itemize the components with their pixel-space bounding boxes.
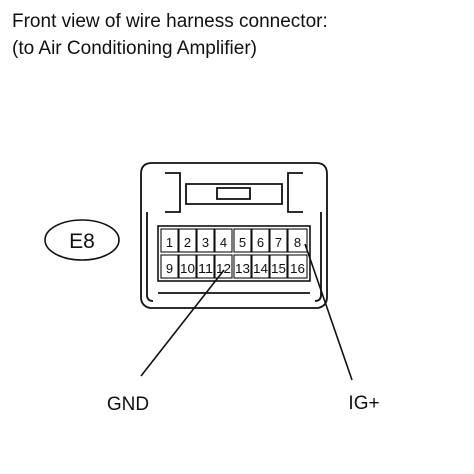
pin-label-7: 7: [275, 235, 282, 250]
pin-cell-6: [251, 228, 270, 253]
pin-label-11: 11: [198, 261, 213, 276]
ig-label: IG+: [348, 393, 379, 414]
housing-lock-tab: [185, 183, 283, 205]
pin-cell-7: [269, 228, 288, 253]
pin-label-8: 8: [294, 235, 301, 250]
title-line-2: (to Air Conditioning Amplifier): [12, 38, 257, 59]
diagram-title: Front view of wire harness connector: (t…: [12, 8, 328, 62]
connector-code-label: E8: [69, 230, 95, 253]
pin-cell-16: [287, 254, 308, 279]
pin-cell-13: [233, 254, 252, 279]
connector-code-ellipse: [44, 219, 120, 261]
pin-row-top: 1 2 3 4 5 6 7 8: [160, 228, 308, 253]
housing-right-latch: [287, 172, 303, 213]
pin-cell-10: [178, 254, 197, 279]
pin-label-15: 15: [271, 261, 286, 276]
pin-label-5: 5: [239, 235, 246, 250]
pin-cell-1: [160, 228, 179, 253]
housing-left-latch: [165, 172, 181, 213]
connector-code-badge: E8: [44, 219, 120, 261]
pin-cell-11: [196, 254, 215, 279]
housing-left-rail: [146, 212, 154, 302]
pin-label-12: 12: [216, 261, 231, 276]
gnd-leader-line: [140, 269, 225, 377]
pin-row-bottom: 9 10 11 12 13 14 15 16: [160, 254, 308, 279]
pin-cell-2: [178, 228, 197, 253]
pin-label-4: 4: [220, 235, 227, 250]
housing-lock-window: [216, 187, 251, 200]
pin-label-16: 16: [290, 261, 305, 276]
pin-label-3: 3: [202, 235, 209, 250]
pin-grid-frame: [157, 225, 311, 282]
title-line-1: Front view of wire harness connector:: [12, 11, 328, 32]
housing-right-rail: [314, 212, 322, 302]
pin-cell-5: [233, 228, 252, 253]
pin-cell-3: [196, 228, 215, 253]
pin-cell-4: [214, 228, 233, 253]
pin-grid: 1 2 3 4 5 6 7 8 9 10 11 12 13 14 15 16: [157, 225, 311, 282]
pin-cell-8: [287, 228, 308, 253]
housing-outer-outline: [140, 162, 328, 309]
callout-leaders: [140, 243, 353, 381]
pin-label-13: 13: [235, 261, 250, 276]
pin-label-2: 2: [184, 235, 191, 250]
pin-label-10: 10: [180, 261, 195, 276]
pin-label-6: 6: [257, 235, 264, 250]
pin-label-14: 14: [253, 261, 268, 276]
ig-leader-line: [304, 243, 353, 381]
connector-housing: [140, 162, 328, 309]
pin-label-1: 1: [166, 235, 173, 250]
gnd-label: GND: [107, 394, 149, 415]
pin-cell-15: [269, 254, 288, 279]
pin-cell-9: [160, 254, 179, 279]
pin-cell-12: [214, 254, 233, 279]
pin-cell-14: [251, 254, 270, 279]
pin-label-9: 9: [166, 261, 173, 276]
